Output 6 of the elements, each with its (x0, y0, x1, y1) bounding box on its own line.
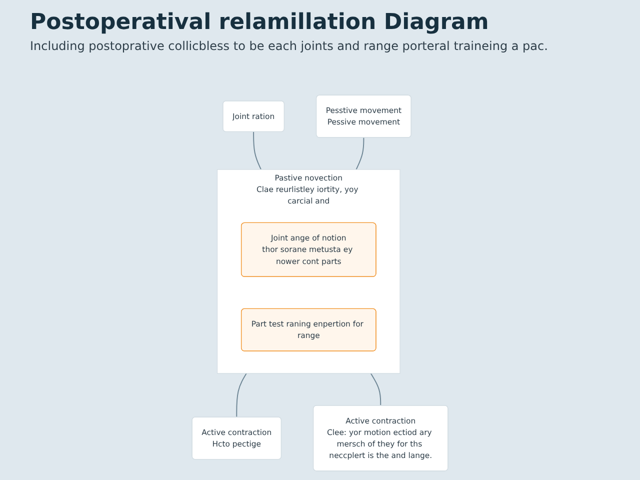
diagram-title: Postoperatival relamillation Diagram (30, 10, 490, 35)
diagram-caption: Including postoprative collicbless to be each joints and range porteral traineing a pac. (30, 39, 549, 53)
connector (370, 372, 382, 406)
connector (253, 131, 262, 170)
connector (356, 136, 364, 170)
connector (236, 372, 247, 418)
